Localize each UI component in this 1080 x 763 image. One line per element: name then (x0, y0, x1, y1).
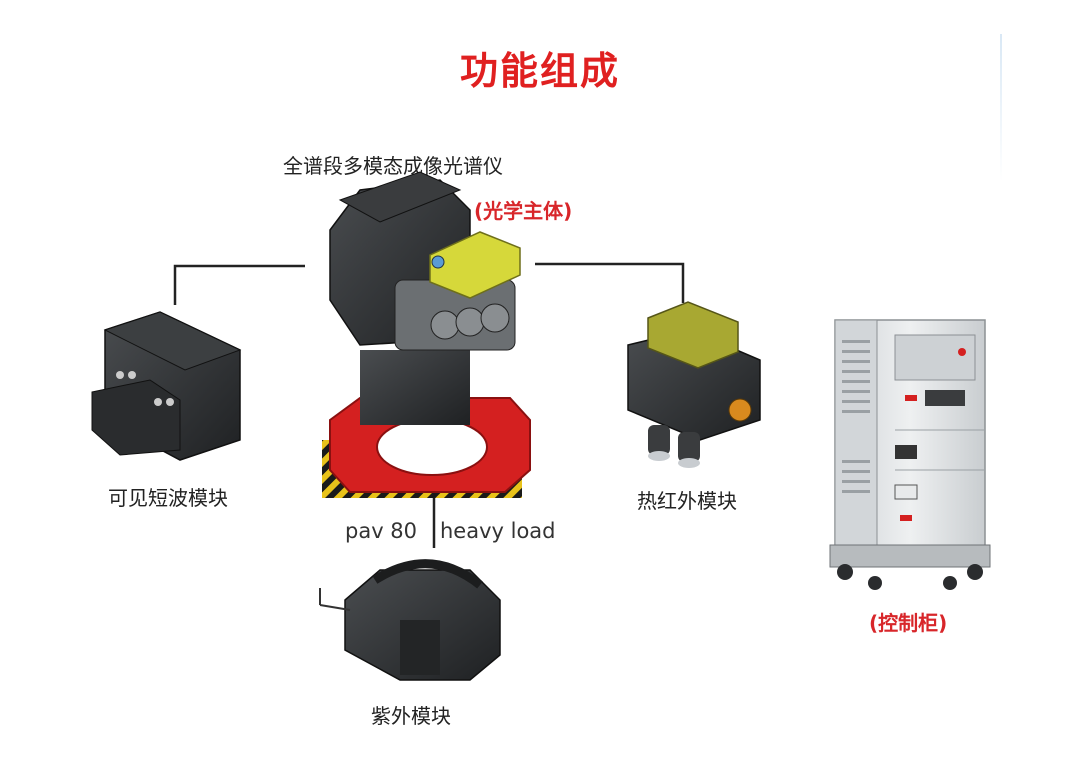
connector-right (535, 264, 683, 303)
control-cabinet-illustration (830, 320, 990, 590)
uv-module-illustration (320, 564, 500, 680)
optical-body-illustration (322, 172, 530, 498)
mount-center-hole (377, 419, 487, 475)
thermal-ir-module-illustration (628, 302, 760, 468)
visible-swir-module-illustration (92, 312, 240, 460)
connector-left (175, 266, 305, 305)
